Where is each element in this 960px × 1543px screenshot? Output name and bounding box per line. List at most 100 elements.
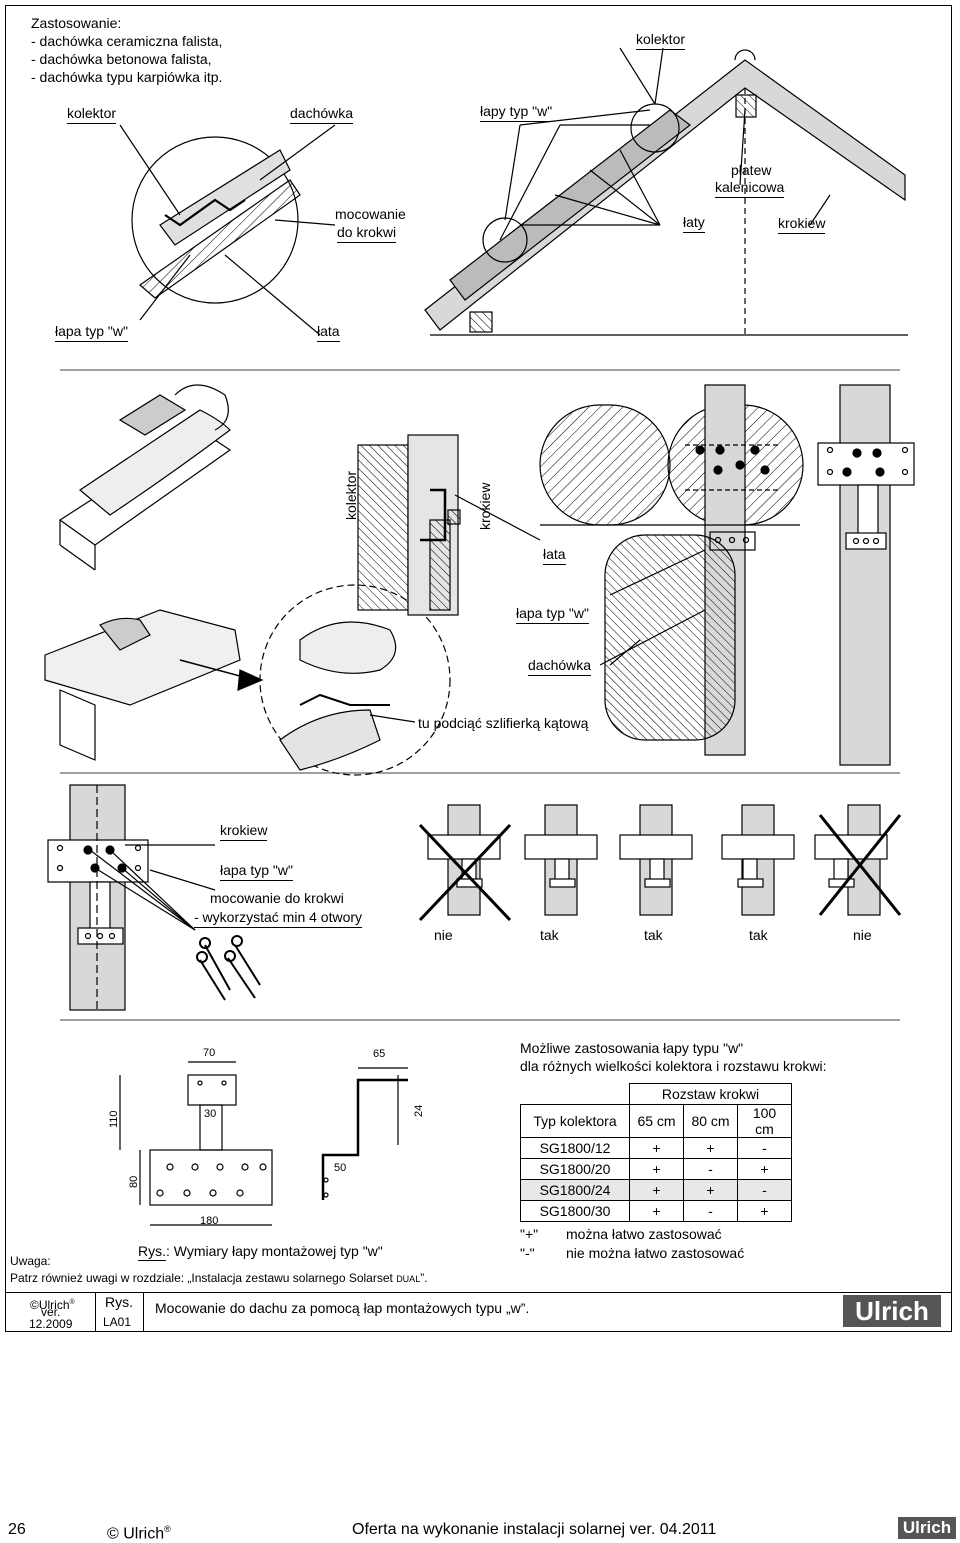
page-brand: © Ulrich®	[107, 1521, 171, 1542]
usage-title-1: Możliwe zastosowania łapy typu "w"	[520, 1040, 744, 1056]
page-title: Oferta na wykonanie instalacji solarnej …	[352, 1521, 717, 1538]
placement-icons	[418, 804, 902, 922]
page-brand-text: © Ulrich	[107, 1525, 165, 1543]
cell-value: +	[683, 1137, 738, 1159]
cell-value: -	[737, 1179, 792, 1201]
label-laty: łaty	[683, 214, 705, 233]
type-header: Typ kolektora	[520, 1104, 630, 1138]
label-platew-1: płatew	[731, 162, 772, 178]
placement-icon-tak-3	[721, 804, 795, 916]
label-dachowka: dachówka	[290, 105, 354, 124]
dim-80: 80	[128, 1175, 140, 1188]
footer-copyright-text: ©Ulrich	[30, 1298, 70, 1312]
placement-label-1: nie	[434, 927, 453, 943]
placement-label-3: tak	[644, 927, 663, 943]
placement-label-2: tak	[540, 927, 559, 943]
dim-110: 110	[108, 1110, 120, 1128]
note-text-prefix: Patrz również uwagi w rozdziale: „Instal…	[10, 1271, 397, 1285]
cell-value: -	[683, 1158, 738, 1180]
application-heading: Zastosowanie:	[31, 15, 122, 31]
legend-plus-key: "+"	[520, 1226, 539, 1242]
page-number: 26	[8, 1521, 26, 1538]
label-kolektor-top: kolektor	[636, 31, 686, 50]
tile-isometric-sketch	[44, 384, 264, 761]
roof-detail-circle	[119, 124, 650, 336]
mount-label-mocowanie: mocowanie do krokwi	[210, 890, 344, 906]
label-lata: łata	[317, 323, 340, 342]
dim-30: 30	[204, 1108, 217, 1120]
cell-value: -	[737, 1137, 792, 1159]
dim-180: 180	[200, 1215, 219, 1227]
cell-value: +	[737, 1200, 792, 1222]
footer-reg: ®	[69, 1299, 75, 1306]
cell-value: +	[629, 1158, 684, 1180]
cell-type: SG1800/24	[520, 1179, 630, 1201]
bracket-dimension-drawing	[119, 1061, 408, 1226]
label-platew-2: kalenicowa	[715, 179, 785, 198]
rafter-cross-section	[357, 384, 804, 756]
dim-65: 65	[373, 1048, 386, 1060]
mount-label-lapa: łapa typ "w"	[220, 862, 293, 881]
note-dual: DUAL	[396, 1274, 421, 1284]
cell-value: +	[629, 1179, 684, 1201]
caption-text: : Wymiary łapy montażowej typ "w"	[166, 1243, 383, 1259]
table-row: SG1800/12 + + -	[520, 1137, 792, 1159]
table-row: SG1800/30 + - +	[520, 1200, 792, 1222]
placement-icon-tak-2	[619, 804, 693, 916]
note-text-suffix: ”.	[420, 1271, 428, 1285]
group-header: Rozstaw krokwi	[629, 1083, 792, 1105]
placement-icon-tak-1	[524, 804, 598, 916]
title-block: ©Ulrich® ver. 12.2009 Rys. LA01 Mocowani…	[5, 1292, 952, 1332]
placement-label-4: tak	[749, 927, 768, 943]
placement-icon-nie-left	[418, 804, 512, 922]
footer-ver-date: 12.2009	[29, 1317, 73, 1331]
placement-label-5: nie	[853, 927, 872, 943]
drawing-frame	[5, 5, 952, 1332]
label-kolektor: kolektor	[67, 105, 117, 124]
cell-value: +	[737, 1158, 792, 1180]
section-label-dachowka: dachówka	[528, 657, 592, 676]
cell-value: +	[629, 1137, 684, 1159]
cell-type: SG1800/12	[520, 1137, 630, 1159]
ulrich-logo: Ulrich	[843, 1295, 941, 1327]
mount-label-krokiew: krokiew	[220, 822, 268, 841]
footer-code: LA01	[103, 1315, 132, 1329]
note-title: Uwaga:	[10, 1254, 51, 1268]
application-item-1: - dachówka ceramiczna falista,	[31, 33, 223, 49]
page-brand-reg: ®	[164, 1524, 171, 1534]
dim-50: 50	[334, 1162, 347, 1174]
label-mocowanie-2: do krokwi	[337, 224, 397, 243]
footer-copyright: ©Ulrich®	[30, 1294, 75, 1314]
cell-type: SG1800/20	[520, 1158, 630, 1180]
cell-type: SG1800/30	[520, 1200, 630, 1222]
cell-value: -	[683, 1200, 738, 1222]
legend-minus: nie można łatwo zastosować	[566, 1245, 745, 1261]
title-block-divider	[95, 1292, 96, 1332]
dim-70: 70	[203, 1047, 216, 1059]
col-header: 80 cm	[683, 1104, 738, 1138]
cell-value: +	[629, 1200, 684, 1222]
section-label-lata: łata	[543, 546, 566, 565]
usage-table: Rozstaw krokwi Typ kolektora 65 cm 80 cm…	[520, 1083, 792, 1222]
table-row: SG1800/24 + + -	[520, 1179, 792, 1201]
section-label-kolektor: kolektor	[343, 470, 359, 520]
footer-rys: Rys.	[105, 1294, 133, 1310]
title-block-divider	[143, 1292, 144, 1332]
label-lapa: łapa typ "w"	[55, 323, 128, 342]
title-block-line	[5, 1292, 952, 1293]
label-mocowanie-1: mocowanie	[335, 206, 406, 222]
dim-24: 24	[413, 1104, 425, 1117]
cell-value: +	[683, 1179, 738, 1201]
col-header: 100 cm	[737, 1104, 792, 1138]
page-ulrich-logo: Ulrich	[898, 1517, 956, 1539]
footer-title: Mocowanie do dachu za pomocą łap montażo…	[155, 1300, 530, 1316]
cut-note: tu podciąć szlifierką kątową	[418, 715, 589, 731]
application-item-3: - dachówka typu karpiówka itp.	[31, 69, 223, 85]
note-text: Patrz również uwagi w rozdziale: „Instal…	[10, 1270, 428, 1288]
footer-ver-label: ver.	[41, 1305, 61, 1319]
col-header: 65 cm	[629, 1104, 684, 1138]
caption-prefix: Rys.	[138, 1243, 166, 1261]
label-krokiew: krokiew	[778, 215, 826, 234]
rafter-mount-detail	[47, 784, 261, 1011]
